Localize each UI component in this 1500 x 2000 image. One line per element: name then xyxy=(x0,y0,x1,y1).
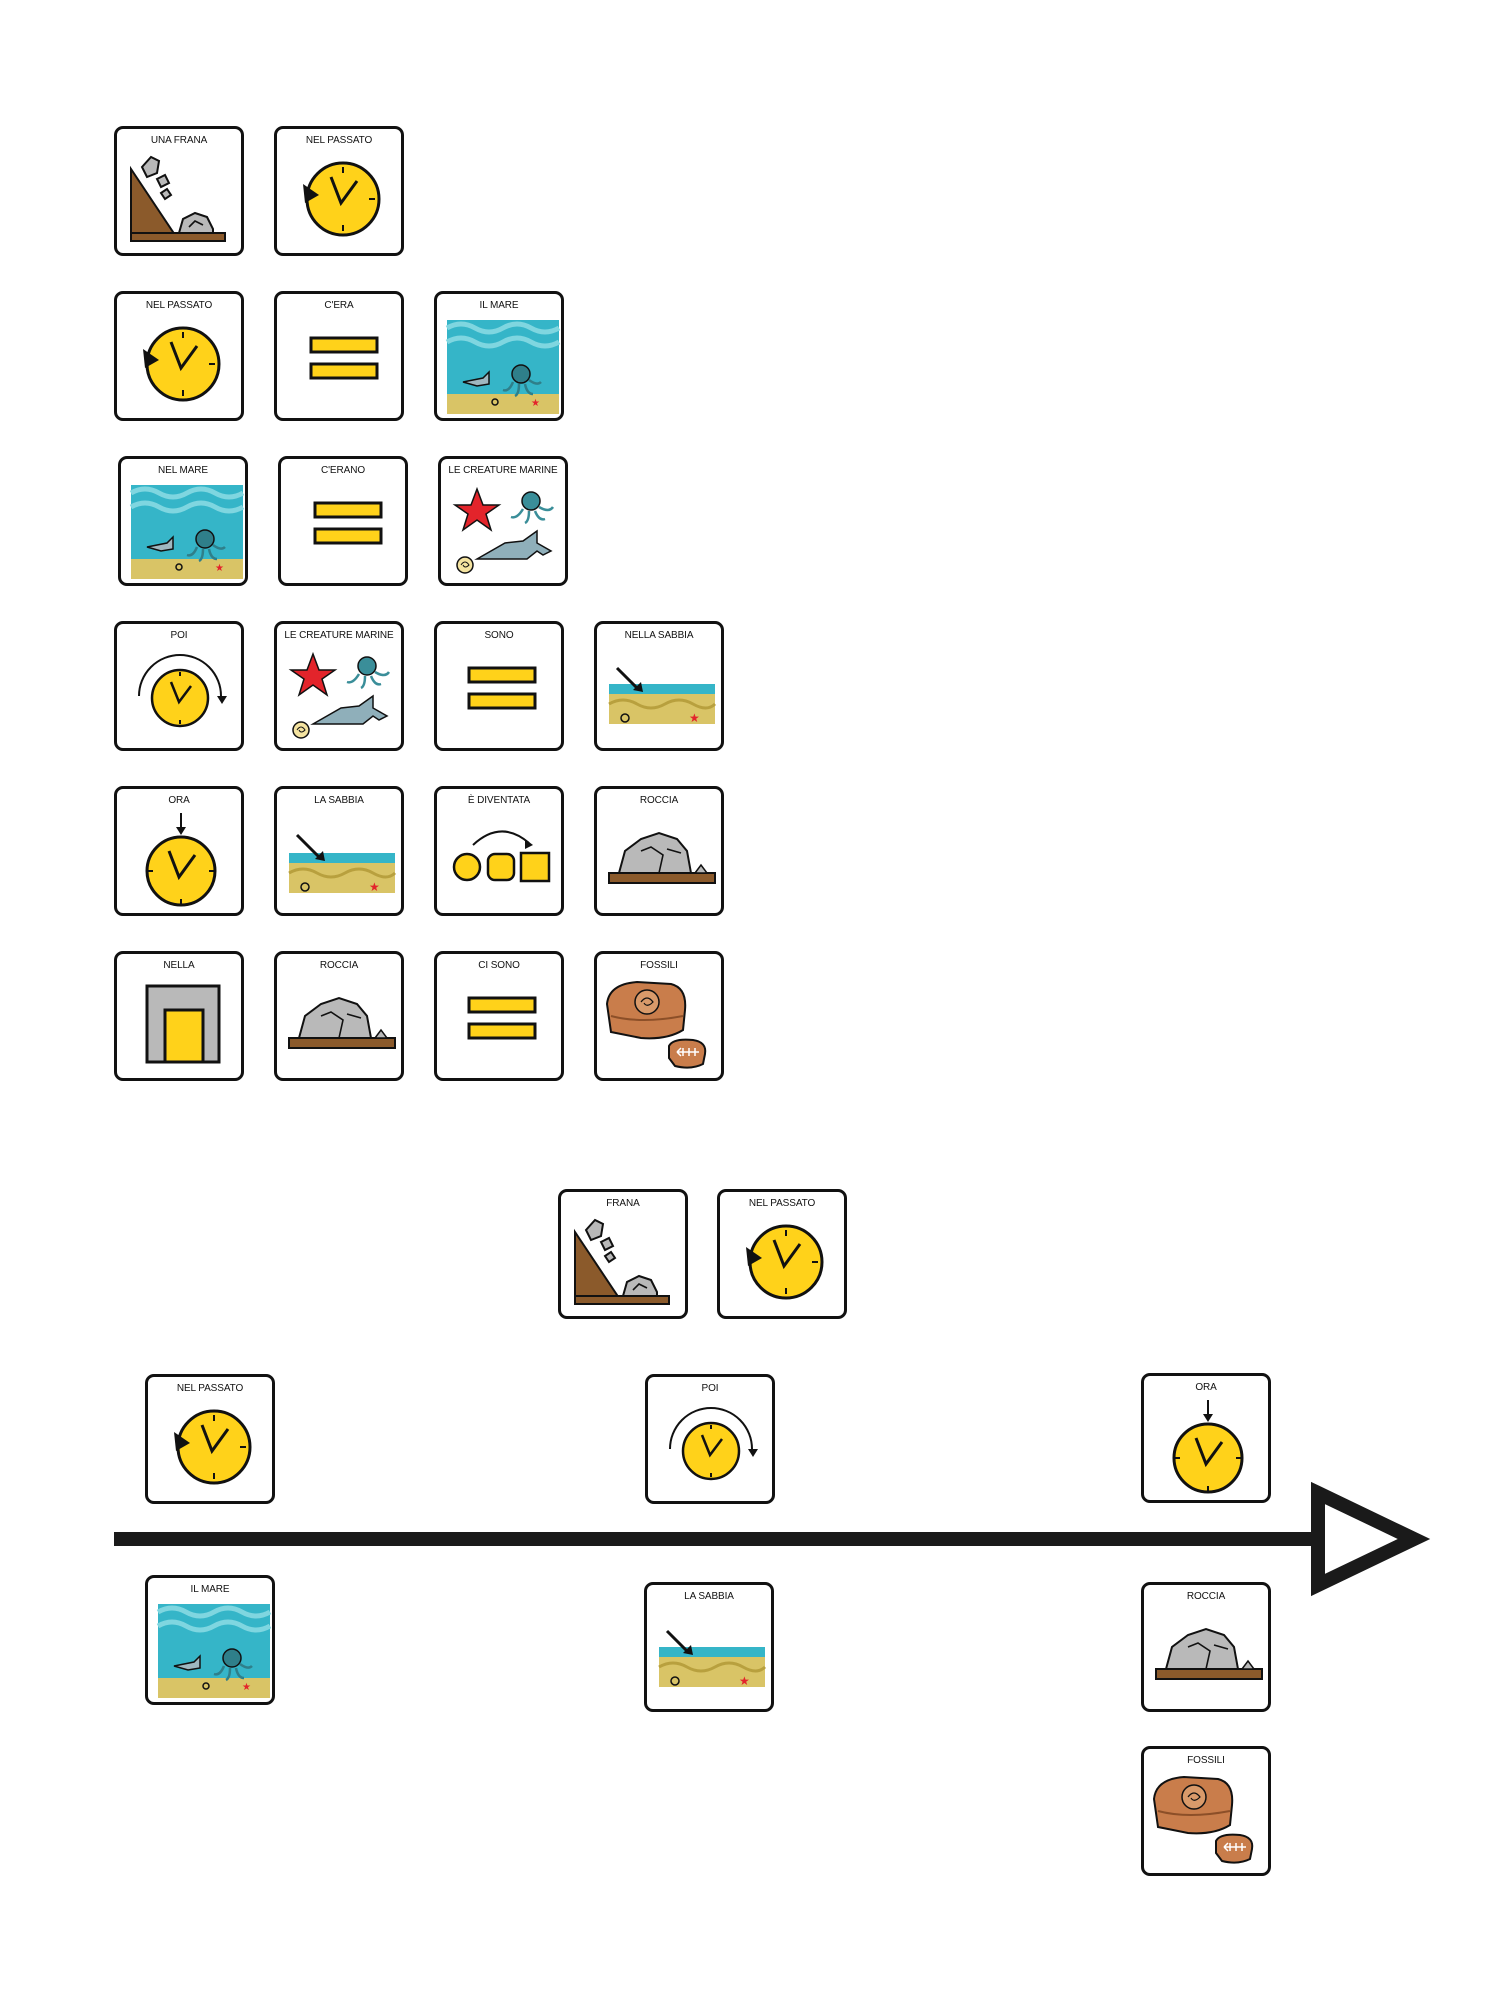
card-nel-passato[interactable]: NEL PASSATO xyxy=(274,126,404,256)
card-c-erano[interactable]: C'ERANO xyxy=(278,456,408,586)
card-le-creature-marine[interactable]: LE CREATURE MARINE xyxy=(274,621,404,751)
sand-icon: ★ xyxy=(658,1629,767,1688)
card-label: LA SABBIA xyxy=(314,795,364,806)
card-sono[interactable]: SONO xyxy=(434,621,564,751)
card-label: POI xyxy=(701,1383,719,1394)
card-label: ROCCIA xyxy=(639,795,679,806)
card-label: UNA FRANA xyxy=(150,135,208,146)
card-label: CI SONO xyxy=(478,960,520,971)
rock-icon xyxy=(1155,1627,1263,1680)
card-roccia[interactable]: ROCCIA xyxy=(594,786,724,916)
svg-text:★: ★ xyxy=(531,398,540,409)
svg-text:★: ★ xyxy=(369,880,380,894)
card-poi[interactable]: POI xyxy=(114,621,244,751)
card-label: NEL PASSATO xyxy=(145,300,213,311)
rock-icon xyxy=(288,996,396,1049)
svg-text:★: ★ xyxy=(739,1674,750,1688)
card-label: NELLA xyxy=(163,960,195,971)
past-clock-icon xyxy=(303,161,381,237)
now-clock-icon xyxy=(145,813,217,907)
card-label: ORA xyxy=(168,795,190,806)
card-label: SONO xyxy=(484,630,514,641)
card-label: C'ERA xyxy=(324,300,354,311)
now-clock-icon xyxy=(1172,1400,1244,1494)
rock-icon xyxy=(608,831,716,884)
past-clock-icon xyxy=(746,1224,824,1300)
sand-icon: ★ xyxy=(288,833,397,894)
sea-icon: ★ xyxy=(156,1604,272,1698)
card-c-era[interactable]: C'ERA xyxy=(274,291,404,421)
card-la-sabbia[interactable]: LA SABBIA ★ xyxy=(644,1582,774,1712)
equals-icon xyxy=(467,666,537,710)
card-label: NEL PASSATO xyxy=(305,135,373,146)
past-clock-icon xyxy=(174,1409,252,1485)
card-label: ORA xyxy=(1195,1382,1217,1393)
become-icon xyxy=(452,830,551,883)
card-fossili[interactable]: FOSSILI xyxy=(1141,1746,1271,1876)
card-label: FOSSILI xyxy=(1187,1755,1225,1766)
card-il-mare[interactable]: IL MARE ★ xyxy=(434,291,564,421)
svg-text:★: ★ xyxy=(215,563,224,574)
card-label: C'ERANO xyxy=(321,465,365,476)
equals-icon xyxy=(467,996,537,1040)
card-nel-passato[interactable]: NEL PASSATO xyxy=(114,291,244,421)
card-label: NEL PASSATO xyxy=(176,1383,244,1394)
card-la-sabbia[interactable]: LA SABBIA ★ xyxy=(274,786,404,916)
fossils-icon xyxy=(605,980,707,1069)
then-clock-icon xyxy=(669,1407,758,1481)
landslide-icon xyxy=(574,1218,670,1305)
card-e-diventata[interactable]: È DIVENTATA xyxy=(434,786,564,916)
sand-icon: ★ xyxy=(608,666,717,725)
equals-icon xyxy=(309,336,379,380)
card-una-frana[interactable]: UNA FRANA xyxy=(114,126,244,256)
card-label: NELLA SABBIA xyxy=(624,630,694,641)
fossils-icon xyxy=(1152,1775,1254,1864)
card-label: FRANA xyxy=(606,1198,640,1209)
card-il-mare[interactable]: IL MARE ★ xyxy=(145,1575,275,1705)
card-frana[interactable]: FRANA xyxy=(558,1189,688,1319)
then-clock-icon xyxy=(138,654,227,728)
card-label: NEL MARE xyxy=(158,465,208,476)
card-label: LE CREATURE MARINE xyxy=(448,465,558,476)
svg-text:★: ★ xyxy=(689,711,700,725)
card-ci-sono[interactable]: CI SONO xyxy=(434,951,564,1081)
card-poi[interactable]: POI xyxy=(645,1374,775,1504)
sea-icon: ★ xyxy=(129,485,245,579)
card-roccia[interactable]: ROCCIA xyxy=(274,951,404,1081)
card-nel-mare[interactable]: NEL MARE ★ xyxy=(118,456,248,586)
card-nella[interactable]: NELLA xyxy=(114,951,244,1081)
card-label: IL MARE xyxy=(190,1584,230,1595)
card-label: IL MARE xyxy=(479,300,519,311)
card-nel-passato[interactable]: NEL PASSATO xyxy=(717,1189,847,1319)
sea-creatures-icon xyxy=(288,651,391,739)
card-roccia[interactable]: ROCCIA xyxy=(1141,1582,1271,1712)
past-clock-icon xyxy=(143,326,221,402)
card-label: ROCCIA xyxy=(319,960,359,971)
svg-text:★: ★ xyxy=(242,1682,251,1693)
sea-creatures-icon xyxy=(452,486,555,574)
card-ora[interactable]: ORA xyxy=(1141,1373,1271,1503)
card-label: ROCCIA xyxy=(1186,1591,1226,1602)
card-ora[interactable]: ORA xyxy=(114,786,244,916)
card-nel-passato[interactable]: NEL PASSATO xyxy=(145,1374,275,1504)
card-label: FOSSILI xyxy=(640,960,678,971)
card-label: POI xyxy=(170,630,188,641)
card-nella-sabbia[interactable]: NELLA SABBIA ★ xyxy=(594,621,724,751)
inside-icon xyxy=(145,984,221,1064)
card-le-creature-marine[interactable]: LE CREATURE MARINE xyxy=(438,456,568,586)
equals-icon xyxy=(313,501,383,545)
sea-icon: ★ xyxy=(445,320,561,414)
card-label: È DIVENTATA xyxy=(467,795,531,806)
card-label: LA SABBIA xyxy=(684,1591,734,1602)
card-label: LE CREATURE MARINE xyxy=(284,630,394,641)
landslide-icon xyxy=(130,155,226,242)
card-fossili[interactable]: FOSSILI xyxy=(594,951,724,1081)
card-label: NEL PASSATO xyxy=(748,1198,816,1209)
